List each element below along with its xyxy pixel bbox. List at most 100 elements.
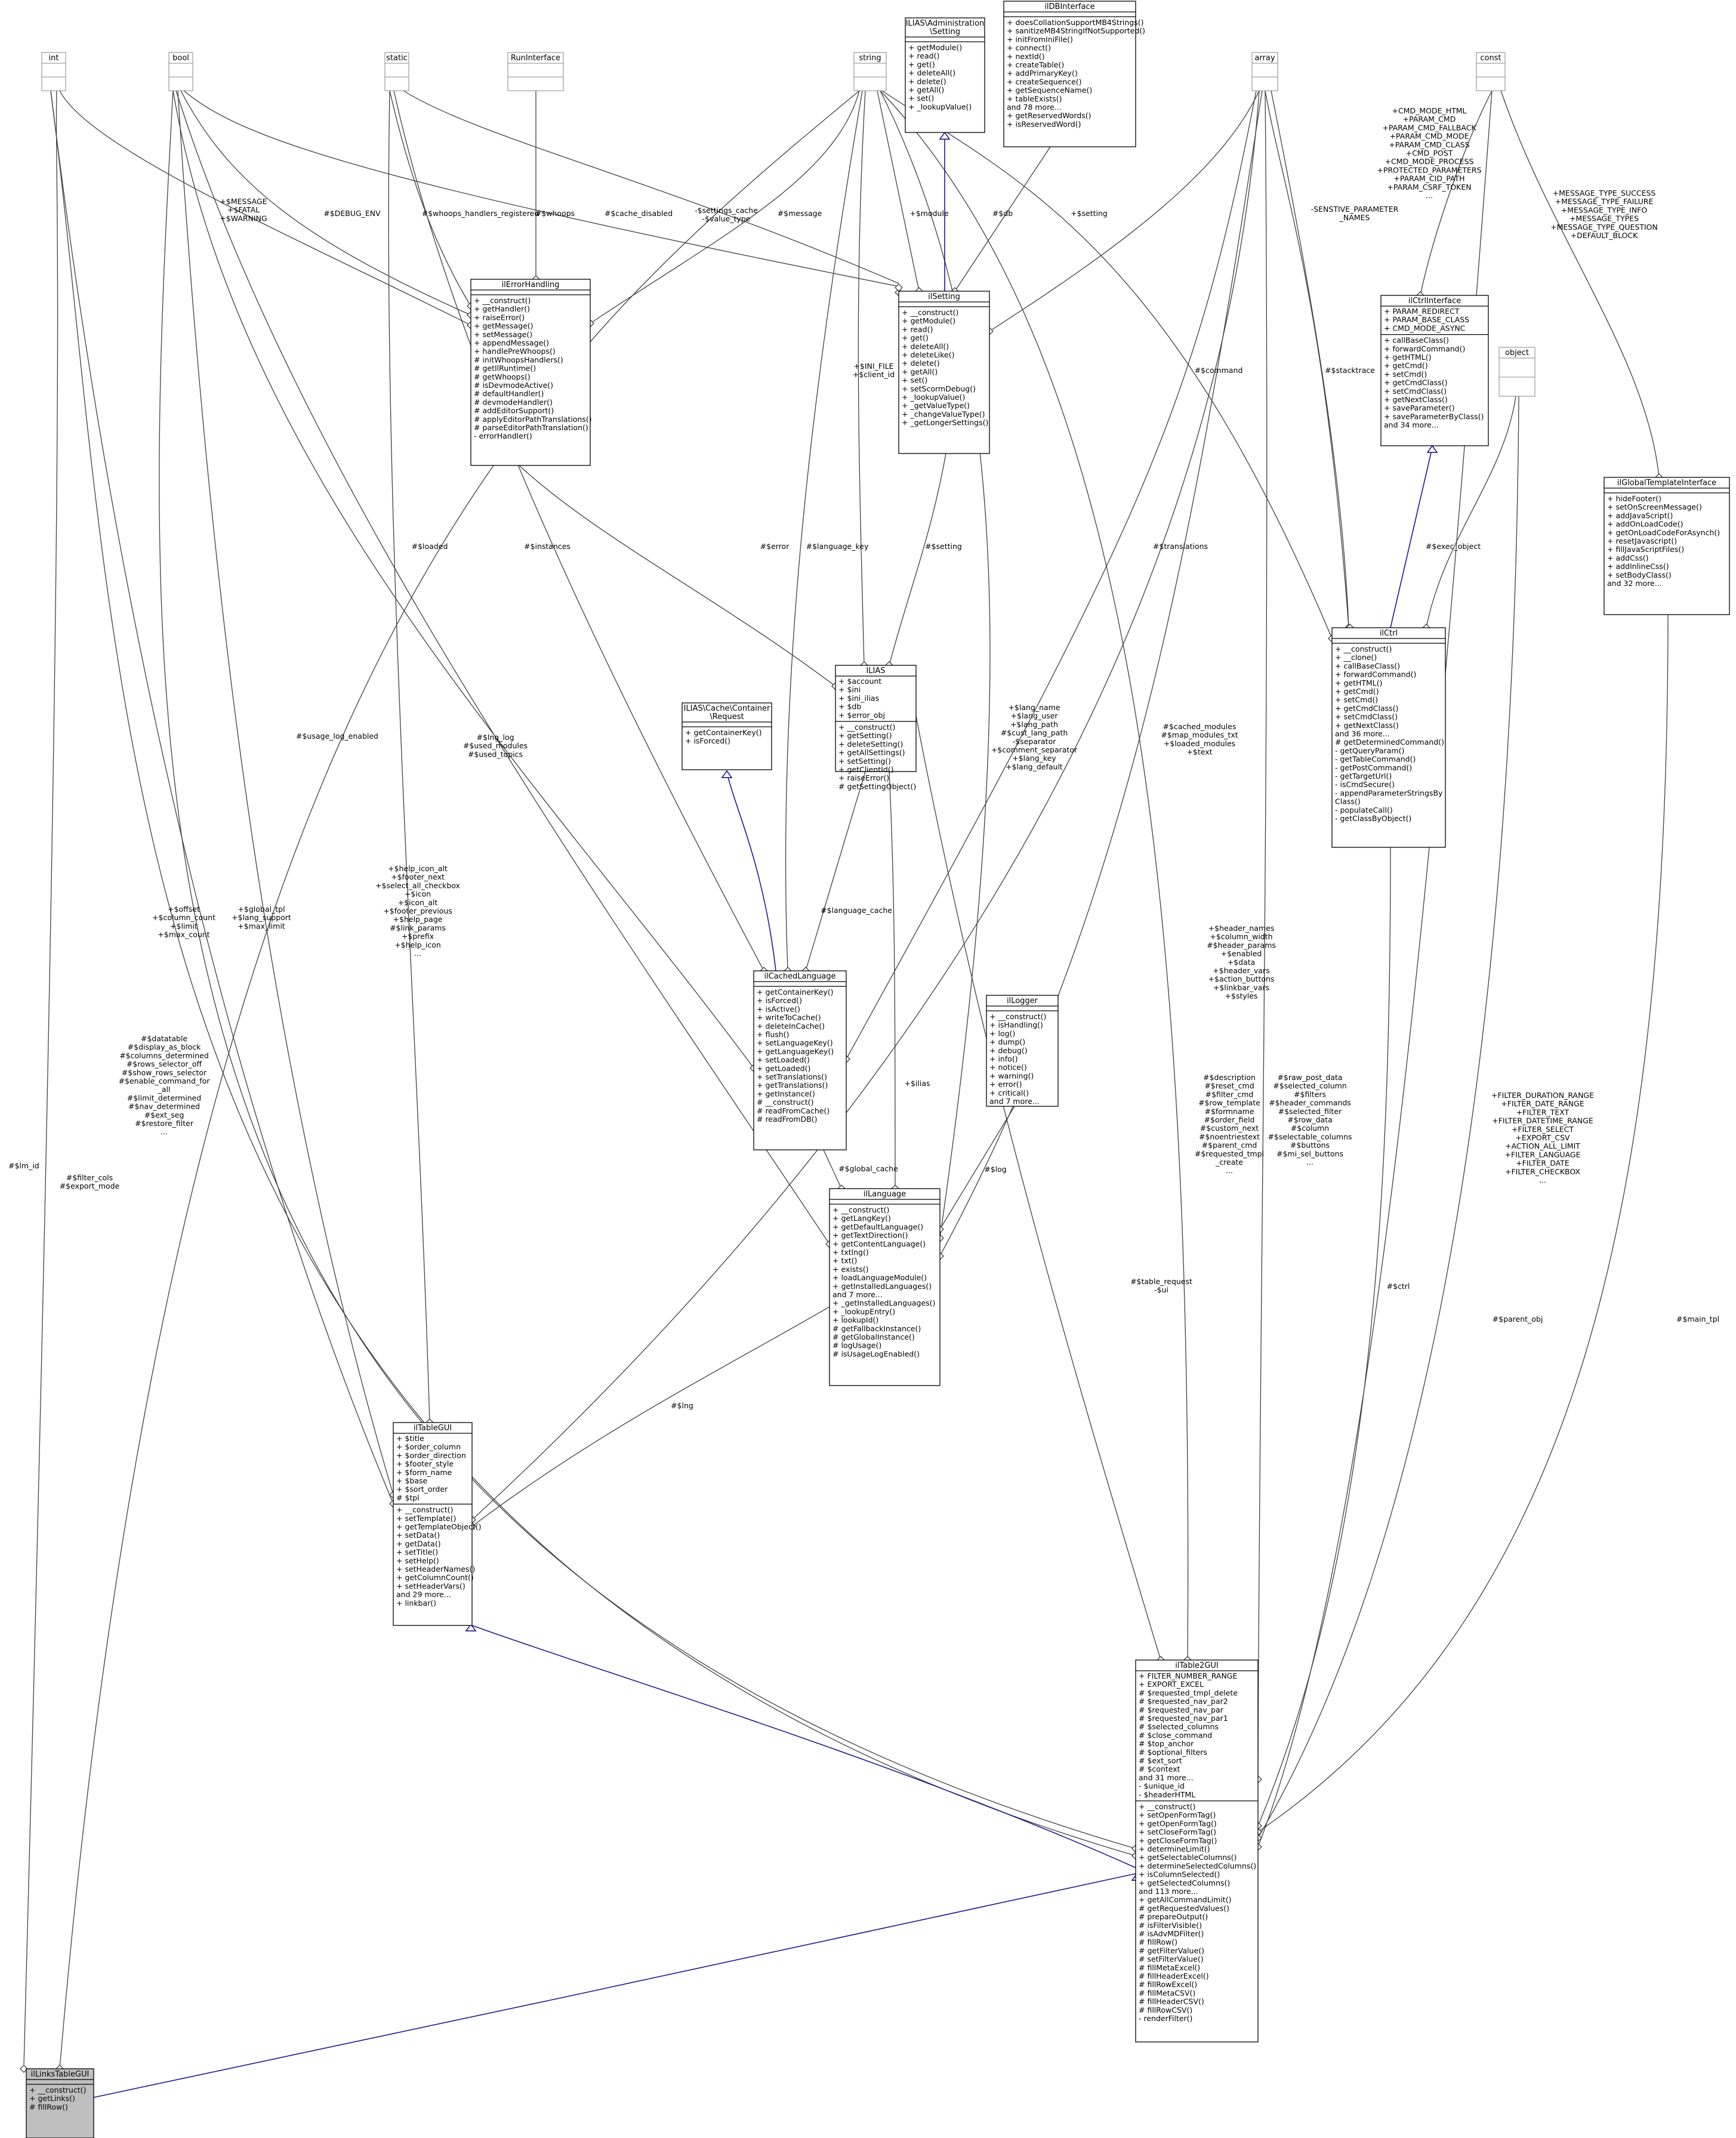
association-line [590, 90, 860, 324]
class-name: ILIAS\Cache\Container [684, 704, 770, 713]
class-method: + determineLimit() [1139, 1844, 1210, 1853]
edge-label: +$module [909, 209, 949, 218]
class-method: and 34 more... [1384, 421, 1439, 430]
class-method: + getLanguageKey() [757, 1047, 834, 1056]
class-method: + callBaseClass() [1335, 661, 1400, 670]
class-method: + isReservedWord() [1007, 119, 1081, 128]
class-method: + setCmdClass() [1384, 387, 1447, 396]
class-ctrlinterface[interactable]: ilCtrlInterface+ PARAM_REDIRECT+ PARAM_B… [1380, 295, 1489, 446]
class-method: + getTranslations() [757, 1081, 828, 1090]
class-attribute: + PARAM_BASE_CLASS [1384, 315, 1469, 324]
class-method: # addEditorSupport() [474, 406, 554, 415]
class-method: + getHTML() [1384, 353, 1432, 362]
association-line [880, 90, 1189, 1661]
class-errorhandling[interactable]: ilErrorHandling+ __construct()+ getHandl… [470, 279, 592, 466]
class-attribute: # $ext_sort [1139, 1756, 1182, 1765]
class-name: ilLogger [1007, 997, 1038, 1005]
edge-label: #$db [992, 209, 1013, 218]
class-logger[interactable]: ilLogger+ __construct()+ isHandling()+ l… [986, 995, 1059, 1107]
edge-label: #$usage_log_enabled [296, 732, 378, 741]
edge-label: #$exec_object [1426, 542, 1481, 551]
class-ilias[interactable]: ILIAS+ $account+ $ini+ $ini_ilias+ $db+ … [835, 665, 917, 791]
class-table2gui[interactable]: ilTable2GUI+ FILTER_NUMBER_RANGE+ EXPORT… [1135, 1659, 1259, 2043]
edge-label: #$stacktrace [1325, 366, 1375, 375]
class-method: + getData() [396, 1539, 441, 1548]
class-string[interactable]: string [853, 52, 887, 91]
association-line [1257, 90, 1493, 1847]
class-attribute: + $db [838, 702, 861, 711]
inheritance-arrowhead [939, 131, 951, 140]
class-ctrl[interactable]: ilCtrl+ __construct()+ __clone()+ callBa… [1331, 627, 1446, 848]
class-attribute: and 31 more... [1139, 1773, 1194, 1782]
edge-labels-layer: #$lm_id+$MESSAGE+$FATAL+$WARNING#$DEBUG_… [8, 106, 1719, 1410]
edge-label: #$lng_log#$used_modules#$used_topics [463, 733, 528, 758]
association-line [389, 90, 471, 307]
class-method: - getPostCommand() [1335, 763, 1412, 772]
class-cachedlanguage[interactable]: ilCachedLanguage+ getContainerKey()+ isF… [753, 970, 847, 1150]
class-method: # fillRowCSV() [1139, 2006, 1192, 2014]
class-method: + addInlineCss() [1607, 562, 1669, 571]
class-box [898, 291, 990, 454]
class-array[interactable]: array [1251, 52, 1278, 91]
class-linkstable[interactable]: ilLinksTableGUI+ __construct()+ getLinks… [26, 2068, 94, 2138]
class-method: + getLoaded() [757, 1064, 810, 1073]
class-attribute: # $top_anchor [1139, 1739, 1194, 1748]
association-line [59, 90, 471, 326]
class-method: + resetJavascript() [1607, 536, 1677, 545]
association-ilias_table2gui [915, 715, 1165, 1664]
class-int[interactable]: int [41, 52, 66, 91]
class-box [470, 279, 591, 466]
class-tablegui[interactable]: ilTableGUI+ $title+ $order_column+ $orde… [393, 1422, 481, 1626]
edge-label: #$lng [671, 1401, 693, 1410]
class-dbinterface[interactable]: ilDBInterface+ doesCollationSupportMB4St… [1003, 1, 1145, 147]
class-name: ilCtrl [1380, 629, 1398, 638]
class-method: # getDeterminedCommand() [1335, 738, 1444, 746]
class-method: + saveParameter() [1384, 403, 1455, 412]
class-containerrequest[interactable]: ILIAS\Cache\Container\Request+ getContai… [682, 702, 772, 770]
class-box [829, 1188, 941, 1386]
class-adminsetting[interactable]: ILIAS\Administration\Setting+ getModule(… [905, 17, 985, 133]
class-method: + setCmd() [1384, 369, 1427, 378]
association-line [785, 90, 863, 971]
class-attribute: # $tpl [396, 1493, 420, 1502]
class-method: and 7 more... [989, 1097, 1040, 1106]
class-attribute: + CMD_MODE_ASYNC [1384, 323, 1466, 332]
class-method: + writeToCache() [757, 1013, 821, 1022]
class-globaltpl[interactable]: ilGlobalTemplateInterface+ hideFooter()+… [1604, 477, 1730, 615]
class-method: # logUsage() [832, 1341, 881, 1350]
class-method: + getHTML() [1335, 678, 1383, 687]
association-line [388, 90, 430, 1423]
class-method: + getSequenceName() [1007, 86, 1092, 95]
association-line [180, 90, 471, 316]
class-method: + getSelectableColumns() [1139, 1853, 1237, 1862]
class-method: + setHeaderNames() [396, 1565, 475, 1574]
association-line [177, 90, 394, 1495]
class-method: + info() [989, 1054, 1018, 1063]
class-name: static [386, 54, 408, 63]
class-bool[interactable]: bool [168, 52, 193, 91]
class-object[interactable]: object [1498, 347, 1535, 397]
class-setting[interactable]: ilSetting+ __construct()+ getModule()+ r… [898, 291, 990, 454]
association-line [50, 90, 1136, 1856]
class-method: + getReservedWords() [1007, 111, 1091, 120]
class-method: + debug() [989, 1046, 1028, 1055]
class-method: - populateCall() [1335, 806, 1393, 815]
edge-label: +$MESSAGE+$FATAL+$WARNING [220, 197, 267, 223]
class-language[interactable]: ilLanguage+ __construct()+ getLangKey()+… [829, 1188, 941, 1386]
class-name: bool [172, 54, 189, 63]
association-line [1500, 90, 1660, 478]
edge-label: #$description#$reset_cmd#$filter_cmd#$ro… [1195, 1073, 1264, 1175]
edge-label: #$global_cache [838, 1164, 898, 1173]
class-const[interactable]: const [1476, 52, 1506, 91]
association-line [23, 90, 58, 2065]
class-method: + addJavaScript() [1607, 511, 1673, 520]
class-method: # getFallbackInstance() [832, 1324, 921, 1333]
class-static[interactable]: static [384, 52, 409, 91]
class-name: ILIAS [866, 667, 885, 675]
class-method: + getModule() [902, 316, 955, 325]
class-method: # devmodeHandler() [474, 397, 553, 406]
association-line [519, 465, 836, 687]
class-method: # getIlRuntime() [474, 364, 536, 373]
class-method: + getMessage() [474, 322, 534, 331]
class-runinterface[interactable]: RunInterface [507, 52, 564, 91]
